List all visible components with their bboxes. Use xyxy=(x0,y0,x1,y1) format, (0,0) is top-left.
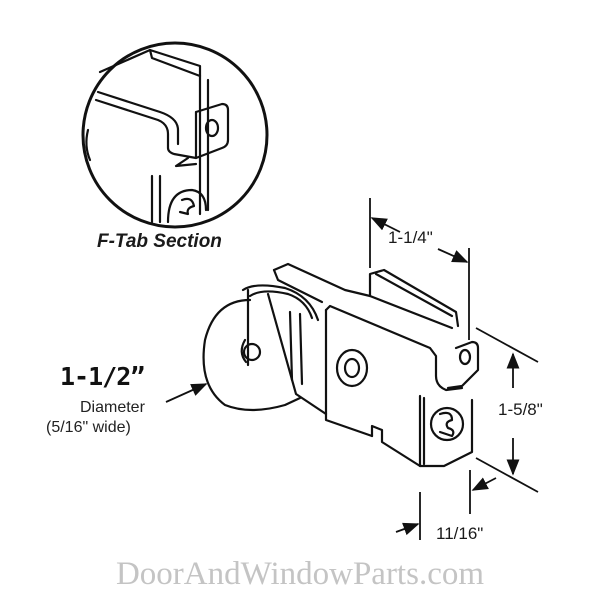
width-dimension-label: 11/16" xyxy=(436,524,484,543)
dimension-lines xyxy=(165,198,539,540)
f-tab-inset-detail xyxy=(81,41,269,229)
wheel-width-caption: (5/16" wide) xyxy=(46,419,131,436)
depth-dimension-label: 1-1/4" xyxy=(388,228,433,247)
wheel-diameter-value: 1-1/2” xyxy=(60,362,145,391)
watermark: DoorAndWindowParts.com xyxy=(115,556,485,592)
wheel-diameter-caption: Diameter xyxy=(80,399,145,416)
height-dimension-label: 1-5/8" xyxy=(498,400,543,419)
roller-assembly-drawing xyxy=(202,262,480,468)
f-tab-section-label: F-Tab Section xyxy=(97,231,222,252)
